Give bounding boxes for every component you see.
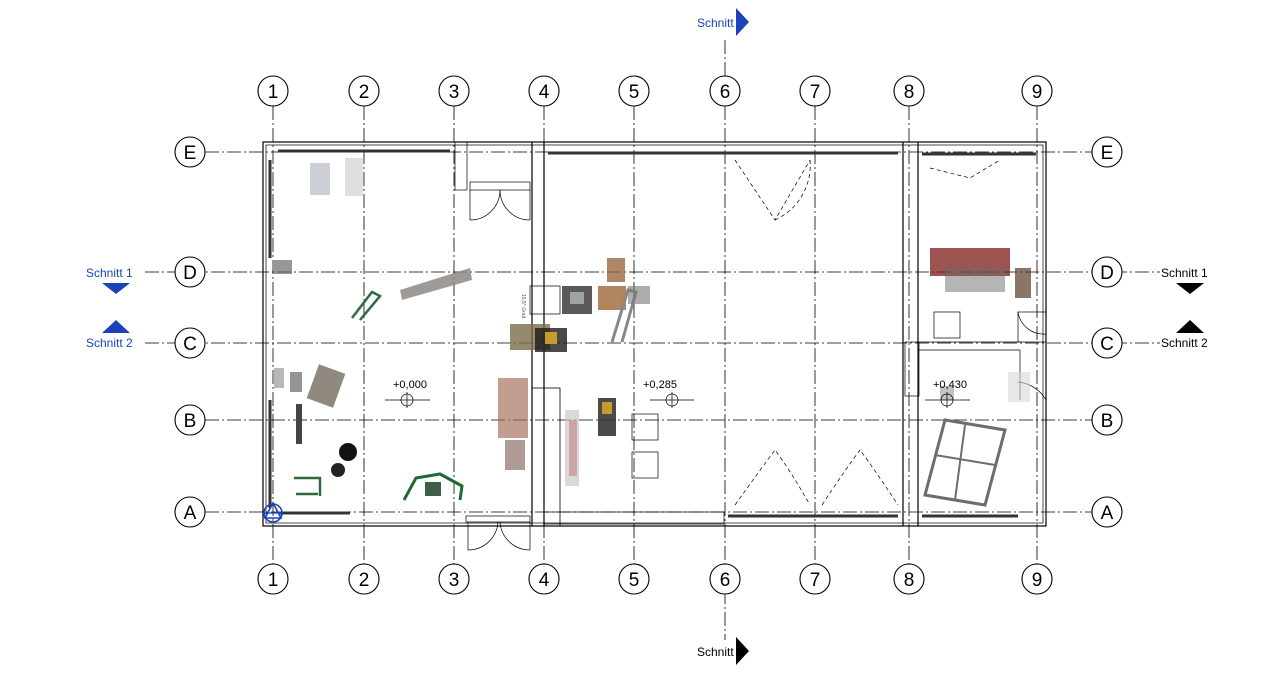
window-glazing [268,149,1036,518]
svg-text:3: 3 [449,570,460,591]
svg-text:7: 7 [810,570,821,591]
section-marker-1-right[interactable]: Schnitt 1 [1161,266,1208,294]
grid-bubble-7-top: 7 [799,75,831,107]
section-arrow-up-icon [102,320,130,333]
section-marker-3-top[interactable]: Schnitt 3 [697,8,749,36]
section-label: Schnitt 3 [697,645,744,659]
section-label: Schnitt 3 [697,16,744,30]
grid-bubble-9-bottom: 9 [1021,563,1053,595]
grid-lines [145,40,1160,640]
doors [465,159,1047,551]
svg-text:8: 8 [904,570,915,591]
grid-bubble-4-top: 4 [528,75,560,107]
level-label: +0,000 [393,379,427,391]
grid-bubble-B-right: B [1091,404,1123,436]
building-walls [262,141,1047,527]
level-marker-left: +0,000 [385,379,430,408]
section-arrow-right-icon [736,8,749,36]
svg-text:9: 9 [1032,570,1043,591]
svg-text:D: D [1100,263,1114,284]
grid-bubble-8-top: 8 [893,75,925,107]
section-marker-2-right[interactable]: Schnitt 2 [1161,320,1208,350]
svg-text:8: 8 [904,82,915,103]
svg-text:5: 5 [629,82,640,103]
level-marker-right: +0,430 [925,379,970,408]
svg-text:E: E [1101,143,1114,164]
svg-text:B: B [184,411,197,432]
grid-bubble-2-top: 2 [348,75,380,107]
svg-text:1: 1 [268,82,279,103]
grid-bubble-E-left: E [174,136,206,168]
grid-bubble-1-top: 1 [257,75,289,107]
grid-bubble-C-right: C [1091,327,1123,359]
svg-text:2: 2 [359,570,370,591]
scanned-objects: 15,5° Grad [274,158,1031,507]
grid-bubble-C-left: C [174,327,206,359]
grid-bubble-9-top: 9 [1021,75,1053,107]
section-label: Schnitt 1 [86,266,133,280]
svg-text:C: C [1100,334,1114,355]
level-marker-middle: +0,285 [643,379,694,408]
grid-bubble-3-bottom: 3 [438,563,470,595]
svg-text:9: 9 [1032,82,1043,103]
section-label: Schnitt 2 [86,336,133,350]
svg-text:7: 7 [810,82,821,103]
svg-text:B: B [1101,411,1114,432]
grid-bubble-B-left: B [174,404,206,436]
svg-text:1: 1 [268,570,279,591]
grid-bubble-A-left: A [174,496,206,528]
grid-bubble-3-top: 3 [438,75,470,107]
section-marker-2-left[interactable]: Schnitt 2 [86,320,133,350]
stair-note: 15,5° Grad [520,294,526,318]
svg-text:D: D [183,263,197,284]
svg-text:6: 6 [720,82,731,103]
svg-text:6: 6 [720,570,731,591]
svg-text:E: E [184,143,197,164]
section-arrow-down-icon [102,283,130,294]
grid-bubble-D-right: D [1091,256,1123,288]
section-label: Schnitt 2 [1161,336,1208,350]
grid-bubble-2-bottom: 2 [348,563,380,595]
grid-bubble-6-bottom: 6 [709,563,741,595]
section-marker-1-left[interactable]: Schnitt 1 [86,266,133,294]
grid-bubble-A-right: A [1091,496,1123,528]
grid-bubble-5-bottom: 5 [618,563,650,595]
svg-text:C: C [183,334,197,355]
grid-bubble-7-bottom: 7 [799,563,831,595]
grid-bubble-8-bottom: 8 [893,563,925,595]
grid-bubble-1-bottom: 1 [257,563,289,595]
grid-bubble-D-left: D [174,256,206,288]
section-arrow-up-icon [1176,320,1204,333]
grid-bubbles-top: 1 2 3 4 5 6 7 8 9 [257,75,1053,107]
grid-bubble-6-top: 6 [709,75,741,107]
svg-text:A: A [1101,503,1114,524]
section-arrow-down-icon [1176,283,1204,294]
grid-bubble-E-right: E [1091,136,1123,168]
svg-text:4: 4 [539,570,550,591]
section-arrow-right-icon [736,637,749,665]
section-marker-3-bottom[interactable]: Schnitt 3 [697,637,749,665]
section-label: Schnitt 1 [1161,266,1208,280]
svg-text:2: 2 [359,82,370,103]
svg-text:5: 5 [629,570,640,591]
svg-text:3: 3 [449,82,460,103]
level-label: +0,430 [933,379,967,391]
survey-point-icon [263,501,283,523]
grid-bubble-5-top: 5 [618,75,650,107]
svg-text:A: A [184,503,197,524]
level-label: +0,285 [643,379,677,391]
grid-bubbles-bottom: 1 2 3 4 5 6 7 8 9 [257,563,1053,595]
grid-bubbles-left: E D C B A [174,136,206,528]
grid-bubble-4-bottom: 4 [528,563,560,595]
svg-text:4: 4 [539,82,550,103]
grid-bubbles-right: E D C B A [1091,136,1123,528]
